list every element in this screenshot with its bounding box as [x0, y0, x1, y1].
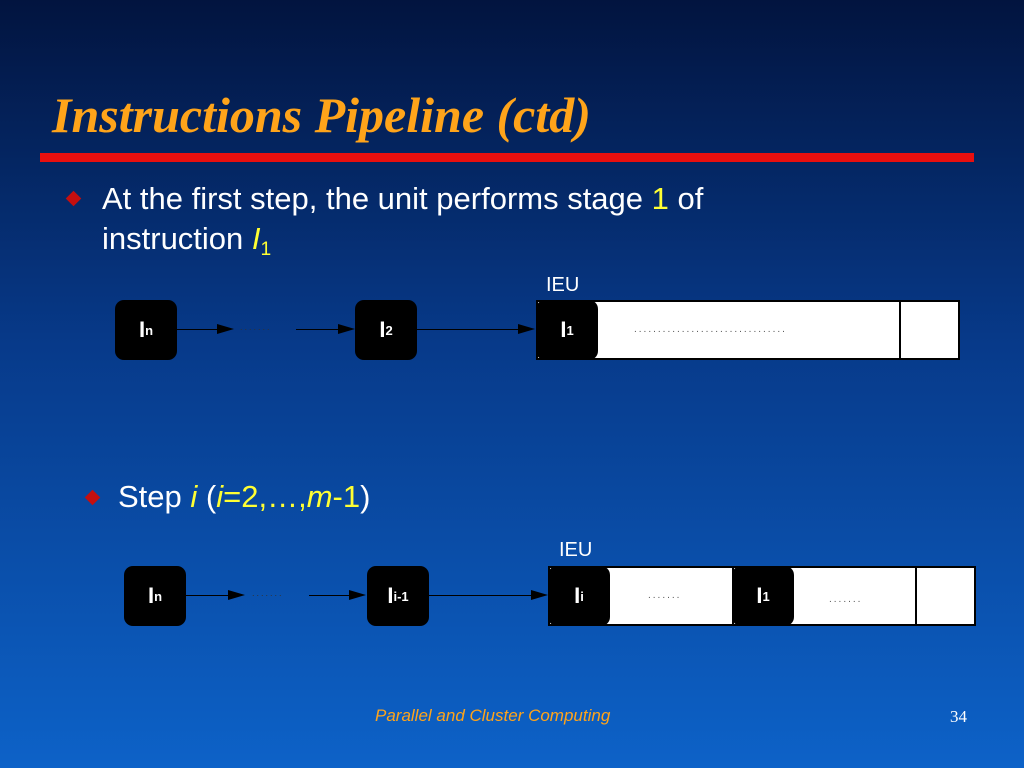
step-text: Step	[118, 479, 191, 514]
node-label: I	[147, 583, 155, 608]
connector-line	[296, 329, 338, 330]
bullet-first-step: At the first step, the unit performs sta…	[102, 179, 703, 270]
node-label: I	[379, 317, 386, 342]
stage-divider	[899, 302, 901, 358]
node-subscript: n	[154, 588, 163, 604]
connector-line	[429, 595, 531, 596]
node-label: I	[560, 317, 567, 342]
bullet-text: At the first step, the unit performs sta…	[102, 181, 652, 216]
arrow-icon	[531, 590, 548, 600]
instruction-subscript: 1	[260, 238, 272, 260]
node-label: I	[756, 583, 763, 608]
node-subscript: 2	[385, 322, 393, 338]
arrow-icon	[228, 590, 245, 600]
node-subscript: 1	[566, 322, 574, 338]
ieu-label: IEU	[546, 274, 580, 296]
connector-ellipsis: .......	[240, 322, 272, 332]
footer-course-title: Parallel and Cluster Computing	[375, 706, 611, 725]
bullet-diamond-icon	[65, 190, 82, 207]
range-end: -1	[332, 479, 361, 514]
stage-ellipsis: .......	[829, 594, 863, 605]
node-subscript: 1	[762, 588, 770, 604]
stage-ellipsis: ................................	[634, 324, 787, 335]
arrow-icon	[349, 590, 366, 600]
stage-ellipsis: .......	[648, 590, 682, 601]
arrow-icon	[338, 324, 355, 334]
bullet-line2: instruction	[102, 221, 252, 256]
title-divider	[40, 153, 974, 162]
node-label: I	[138, 317, 146, 342]
node-label: I	[387, 583, 394, 608]
instruction-symbol: I	[251, 221, 261, 256]
connector-line	[186, 595, 228, 596]
paren-open: (	[197, 479, 217, 514]
ieu-label: IEU	[559, 539, 593, 561]
arrow-icon	[217, 324, 234, 334]
connector-ellipsis: .......	[252, 588, 284, 598]
range-variable: i	[216, 479, 224, 514]
stage-divider	[915, 568, 917, 624]
connector-line	[309, 595, 349, 596]
node-subscript: i	[580, 588, 584, 604]
range-text: =2,…,	[223, 479, 307, 514]
bullet-step-i: Step i (i=2,…,m-1)	[118, 477, 370, 517]
connector-line	[417, 329, 518, 330]
node-subscript: n	[145, 322, 154, 338]
step-variable: i	[190, 479, 198, 514]
range-m: m	[306, 479, 333, 514]
page-number: 34	[950, 707, 967, 726]
paren-close: )	[360, 479, 371, 514]
ieu-pipeline-box: ................................	[536, 300, 960, 360]
arrow-icon	[518, 324, 535, 334]
node-label: I	[574, 583, 581, 608]
bullet-text-after: of	[668, 181, 704, 216]
slide-title: Instructions Pipeline (ctd)	[52, 87, 591, 143]
connector-line	[177, 329, 217, 330]
node-subscript: i-1	[393, 588, 409, 604]
stage-number: 1	[651, 181, 669, 216]
bullet-diamond-icon	[84, 489, 101, 506]
